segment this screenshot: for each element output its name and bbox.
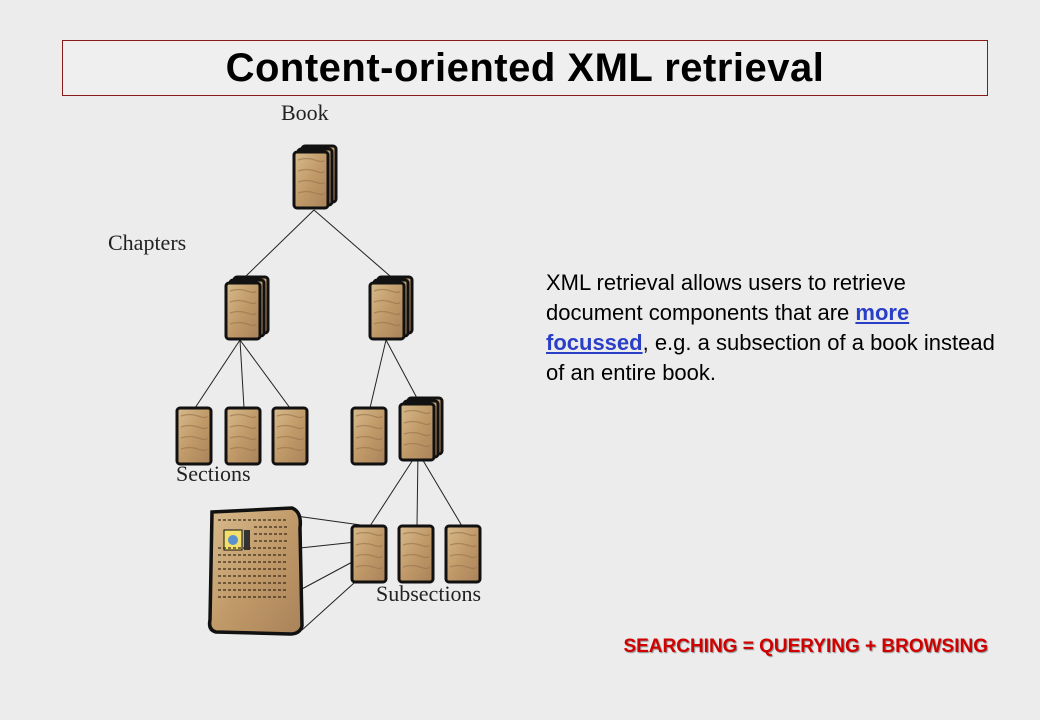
- subsection-2-document-icon: [397, 524, 435, 584]
- label-chapters: Chapters: [108, 230, 187, 255]
- more-focussed-link[interactable]: more focussed: [546, 300, 910, 355]
- section-2-2-document-stack-icon: [398, 396, 444, 462]
- chapter-2-document-stack-icon: [368, 275, 414, 341]
- tree-edges: [194, 209, 463, 631]
- subsection-1-document-icon: [350, 524, 388, 584]
- title-box: Content-oriented XML retrieval: [62, 40, 988, 96]
- description-text: XML retrieval allows users to retrieve d…: [546, 268, 996, 388]
- section-1-1-document-icon: [175, 406, 213, 466]
- section-1-2-document-icon: [224, 406, 262, 466]
- page-title: Content-oriented XML retrieval: [225, 45, 825, 90]
- label-subsections: Subsections: [376, 581, 482, 606]
- label-book: Book: [281, 100, 329, 125]
- label-sections: Sections: [176, 461, 251, 486]
- open-page-icon: [207, 506, 304, 636]
- section-2-1-document-icon: [350, 406, 388, 466]
- searching-slogan: SEARCHING = QUERYING + BROWSING: [623, 636, 988, 657]
- description-part2: , e.g. a subsection of a book instead of…: [546, 330, 995, 385]
- description-part1: XML retrieval allows users to retrieve d…: [546, 270, 906, 325]
- subsection-3-document-icon: [444, 524, 482, 584]
- chapter-1-document-stack-icon: [224, 275, 270, 341]
- book-node-document-stack-icon: [292, 144, 338, 210]
- section-1-3-document-icon: [271, 406, 309, 466]
